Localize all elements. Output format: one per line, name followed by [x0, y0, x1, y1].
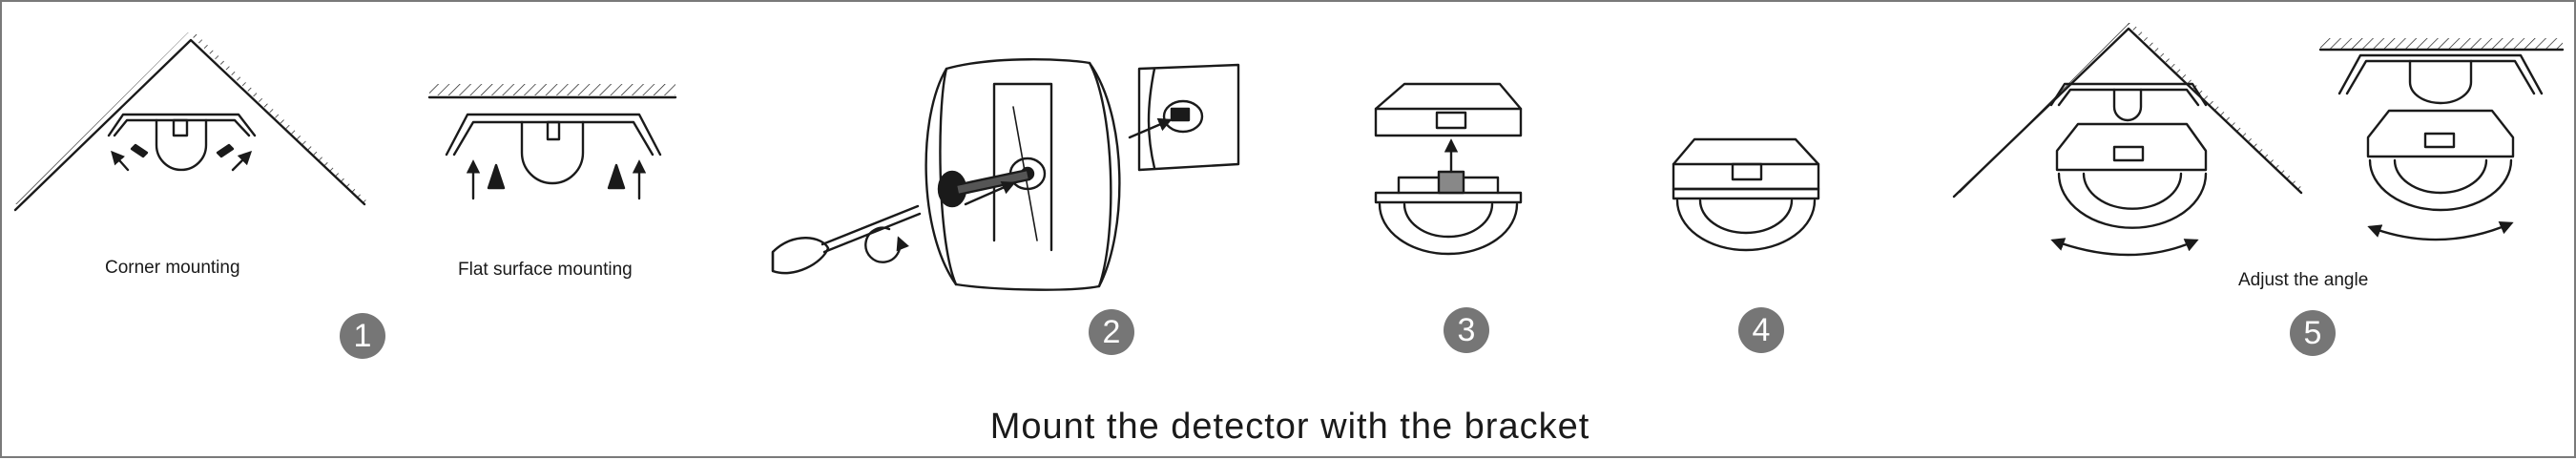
step-2-badge: 2: [1089, 309, 1134, 355]
adjust-angle-label: Adjust the angle: [2238, 270, 2369, 290]
adjust-angle-illustration: [1952, 23, 2565, 257]
open-detector-screwdriver-illustration: [771, 58, 1240, 291]
assembled-detector-illustration: [1672, 137, 1820, 252]
flat-surface-mounting-label: Flat surface mounting: [458, 260, 633, 280]
step-4-badge: 4: [1738, 307, 1784, 353]
diagram-title: Mount the detector with the bracket: [989, 407, 1590, 447]
step-1-badge: 1: [340, 313, 385, 359]
step-3-badge: 3: [1444, 307, 1489, 353]
step-5-badge: 5: [2290, 310, 2336, 356]
insert-detector-illustration: [1374, 82, 1523, 256]
corner-mounting-label: Corner mounting: [105, 258, 240, 278]
corner-mounting-illustration: [13, 32, 368, 212]
flat-surface-mounting-illustration: [427, 84, 677, 200]
